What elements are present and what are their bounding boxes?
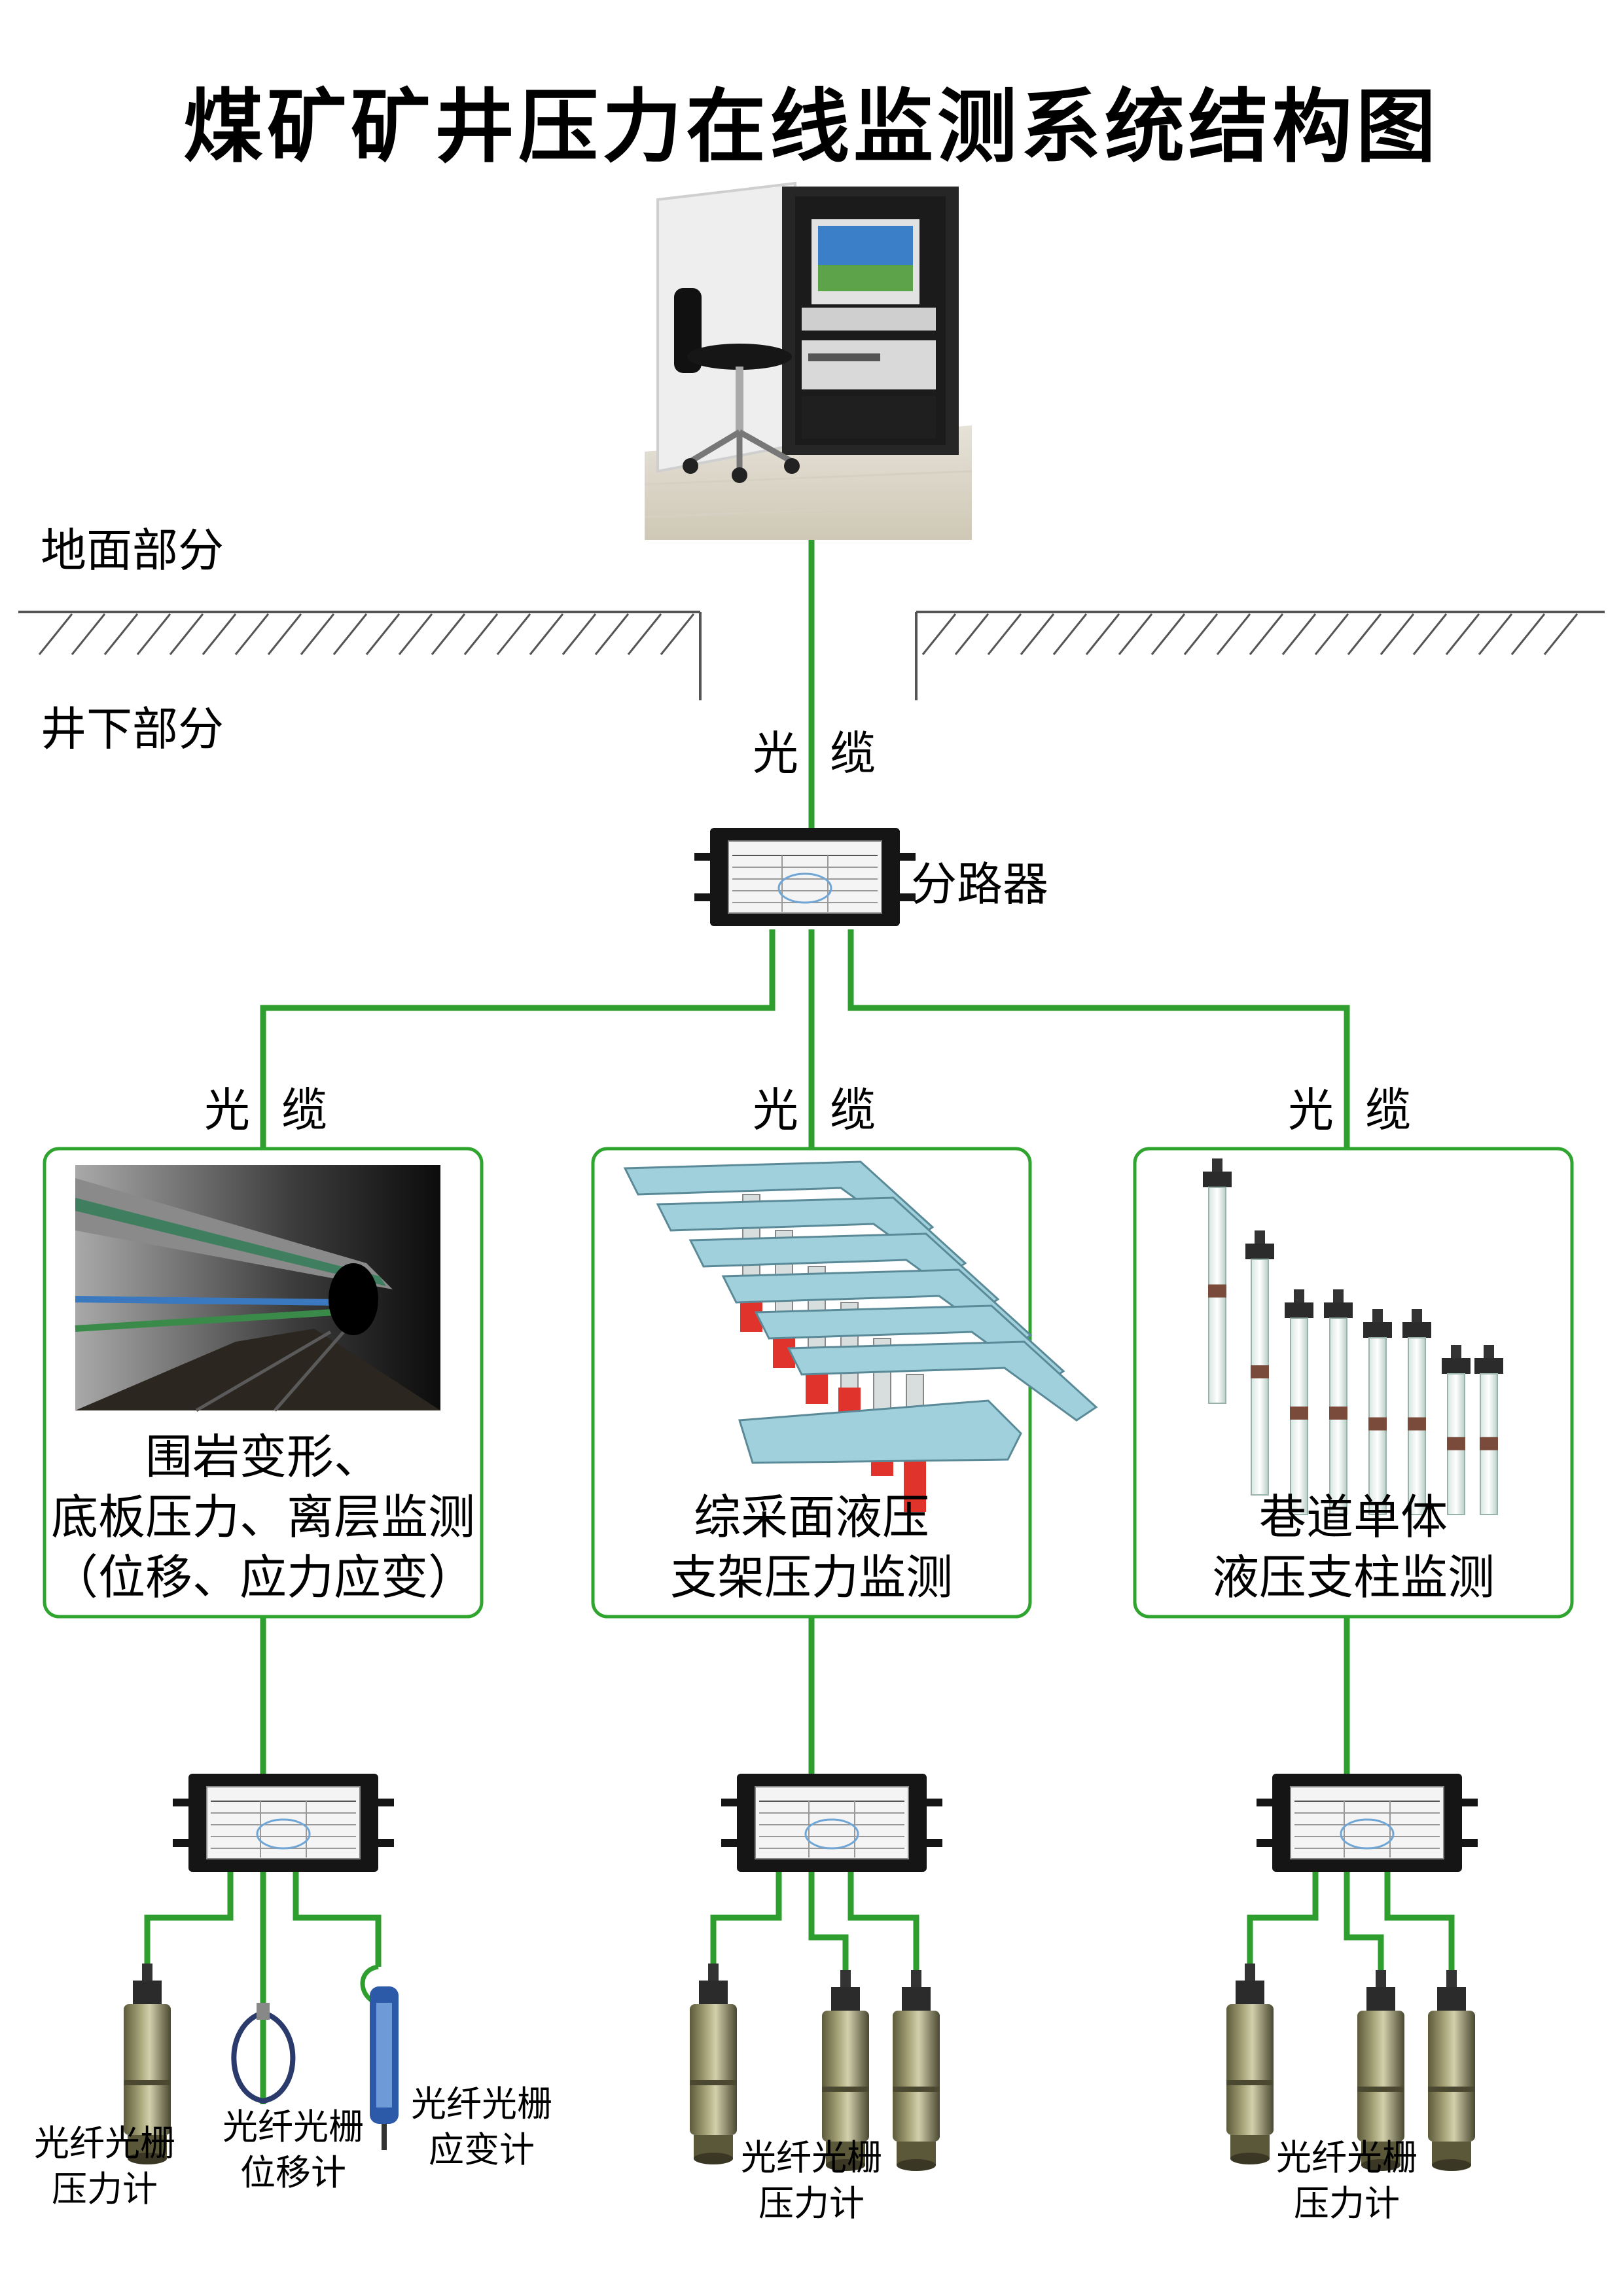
- splitter-label: 分路器: [911, 857, 1048, 911]
- sensor-label-displacement-meter: 光纤光栅 位移计: [208, 2104, 378, 2196]
- surface-section-label: 地面部分: [41, 524, 224, 577]
- ground-surface-line: [18, 611, 1605, 700]
- sensor-label-line: 光纤光栅: [1276, 2137, 1418, 2178]
- fiber-optic-cables: [144, 540, 1455, 2104]
- sub-splitter-device-1: [171, 1772, 395, 1873]
- caption-line: 液压支柱监测: [1211, 1550, 1495, 1605]
- hydraulic-support-image: [623, 1160, 1098, 1512]
- caption-line: 围岩变形、: [145, 1429, 381, 1484]
- caption-line: 支架压力监测: [669, 1550, 953, 1605]
- sensor-label-pressure-gauge: 光纤光栅 压力计: [20, 2121, 190, 2212]
- pressure-gauge-icon: [690, 1964, 737, 2164]
- cable-label: 光缆: [1288, 1083, 1442, 1137]
- sensor-label-line: 光纤光栅: [223, 2106, 364, 2147]
- sensor-label-pressure-gauge: 光纤光栅 压力计: [726, 2135, 897, 2227]
- box-caption-rock-monitoring: 围岩变形、 底板压力、离层监测 （位移、应力应变）: [45, 1427, 482, 1607]
- roadway-tunnel-image: [75, 1165, 440, 1412]
- sensor-label-line: 压力计: [758, 2183, 865, 2224]
- office-chair-icon: [674, 288, 800, 483]
- strain-gauge-icon: [360, 1964, 399, 2150]
- sub-splitter-device-3: [1255, 1772, 1479, 1873]
- sensor-label-line: 位移计: [240, 2152, 346, 2193]
- sensor-label-line: 光纤光栅: [741, 2137, 882, 2178]
- caption-line: 巷道单体: [1258, 1490, 1448, 1545]
- monitoring-control-room-image: [644, 181, 972, 540]
- main-splitter-device: [693, 827, 917, 927]
- caption-line: 综采面液压: [693, 1490, 929, 1545]
- sensor-label-line: 压力计: [52, 2168, 158, 2210]
- pressure-gauge-icon: [1428, 1970, 1475, 2171]
- caption-line: 底板压力、离层监测: [50, 1490, 475, 1545]
- sensor-label-line: 光纤光栅: [411, 2083, 552, 2125]
- displacement-meter-icon: [231, 1964, 296, 2104]
- cable-label: 光缆: [204, 1083, 359, 1137]
- cable-label: 光缆: [753, 1083, 907, 1137]
- sensor-label-strain-gauge: 光纤光栅 应变计: [397, 2081, 567, 2173]
- diagram-title: 煤矿矿井压力在线监测系统结构图: [183, 81, 1440, 173]
- sensor-label-pressure-gauge: 光纤光栅 压力计: [1262, 2135, 1432, 2227]
- caption-line: （位移、应力应变）: [50, 1550, 475, 1605]
- sensor-label-line: 应变计: [429, 2129, 535, 2170]
- box-caption-single-prop: 巷道单体 液压支柱监测: [1135, 1487, 1572, 1607]
- sensor-label-line: 光纤光栅: [34, 2123, 175, 2164]
- box-caption-hydraulic-support: 综采面液压 支架压力监测: [593, 1487, 1030, 1607]
- pressure-gauge-icon: [893, 1970, 940, 2171]
- pressure-gauge-icon: [1226, 1964, 1274, 2164]
- sub-splitter-device-2: [720, 1772, 944, 1873]
- single-hydraulic-props-image: [1203, 1158, 1503, 1515]
- underground-section-label: 井下部分: [41, 702, 224, 756]
- cable-label: 光缆: [753, 726, 907, 780]
- sensor-label-line: 压力计: [1294, 2183, 1400, 2224]
